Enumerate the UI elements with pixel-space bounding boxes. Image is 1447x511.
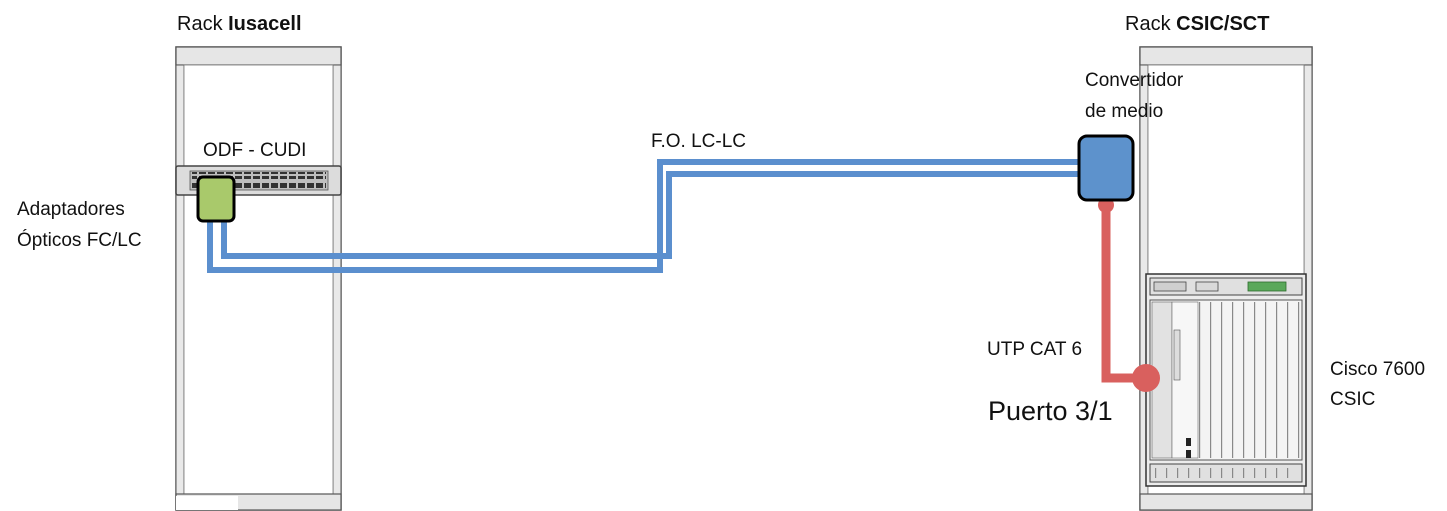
odf-label: ODF - CUDI: [203, 140, 307, 161]
adapters-label-line1: Adaptadores: [17, 199, 125, 220]
left-rack-title: Rack Iusacell: [177, 13, 302, 35]
fiber-label: F.O. LC-LC: [651, 131, 747, 152]
right-rack-title: Rack CSIC/SCT: [1125, 13, 1270, 35]
utp-label: UTP CAT 6: [987, 339, 1083, 360]
router-label-line1: Cisco 7600: [1330, 359, 1426, 380]
fiber-cable: [207, 159, 1100, 273]
router-label-line2: CSIC: [1330, 389, 1376, 410]
media-converter: [1077, 134, 1135, 202]
adapters-label-line2: Ópticos FC/LC: [17, 230, 142, 251]
rack-iusacell: [175, 46, 342, 511]
cisco-7600-chassis: [1145, 273, 1307, 487]
port-label: Puerto 3/1: [988, 396, 1113, 426]
utp-connector-port: [1132, 364, 1160, 392]
converter-label-line2: de medio: [1085, 101, 1164, 122]
optical-adapter: [196, 175, 236, 223]
converter-label-line1: Convertidor: [1085, 70, 1184, 91]
